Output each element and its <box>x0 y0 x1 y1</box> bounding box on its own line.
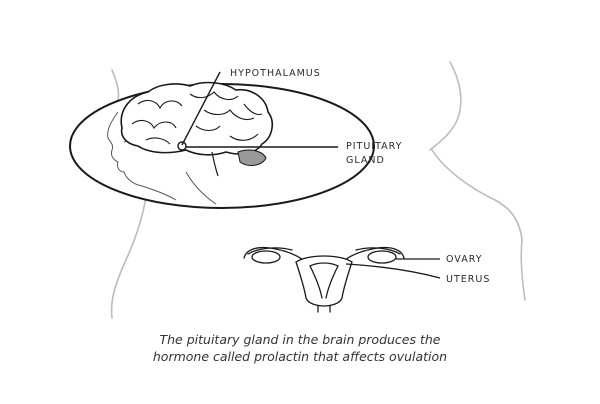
uterus-leader-line <box>346 264 440 278</box>
ovary-label: OVARY <box>446 253 483 266</box>
caption-line1: The pituitary gland in the brain produce… <box>0 331 600 348</box>
pituitary-label-line1: PITUITARY <box>346 140 402 153</box>
caption-line2: hormone called prolactin that affects ov… <box>0 348 600 365</box>
hypothalamus-label: HYPOTHALAMUS <box>230 67 321 80</box>
uterus-label: UTERUS <box>446 273 490 286</box>
caption: The pituitary gland in the brain produce… <box>0 331 600 365</box>
pituitary-gland-marker <box>178 142 186 150</box>
uterus-illustration <box>244 247 404 312</box>
pituitary-label-line2: GLAND <box>346 154 385 167</box>
